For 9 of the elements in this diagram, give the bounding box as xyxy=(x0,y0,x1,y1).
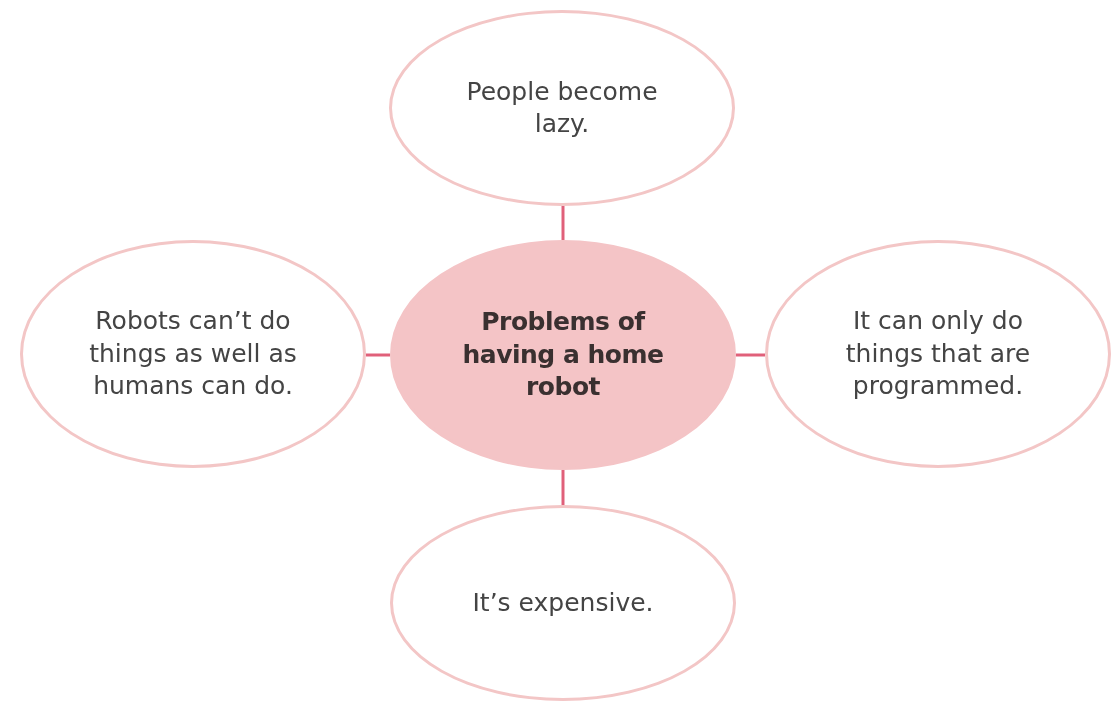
idea-text: People become lazy. xyxy=(465,75,659,140)
topic-text: Problems of having a home robot xyxy=(461,306,665,404)
idea-text: It’s expensive. xyxy=(472,586,654,619)
connector-line xyxy=(366,353,390,357)
connector-line xyxy=(736,353,765,357)
connector-line xyxy=(561,470,565,505)
idea-text: Robots can’t do things as well as humans can do. xyxy=(88,305,298,403)
connector-line xyxy=(561,206,565,240)
idea-text: It can only do things that are programmed. xyxy=(844,305,1032,403)
